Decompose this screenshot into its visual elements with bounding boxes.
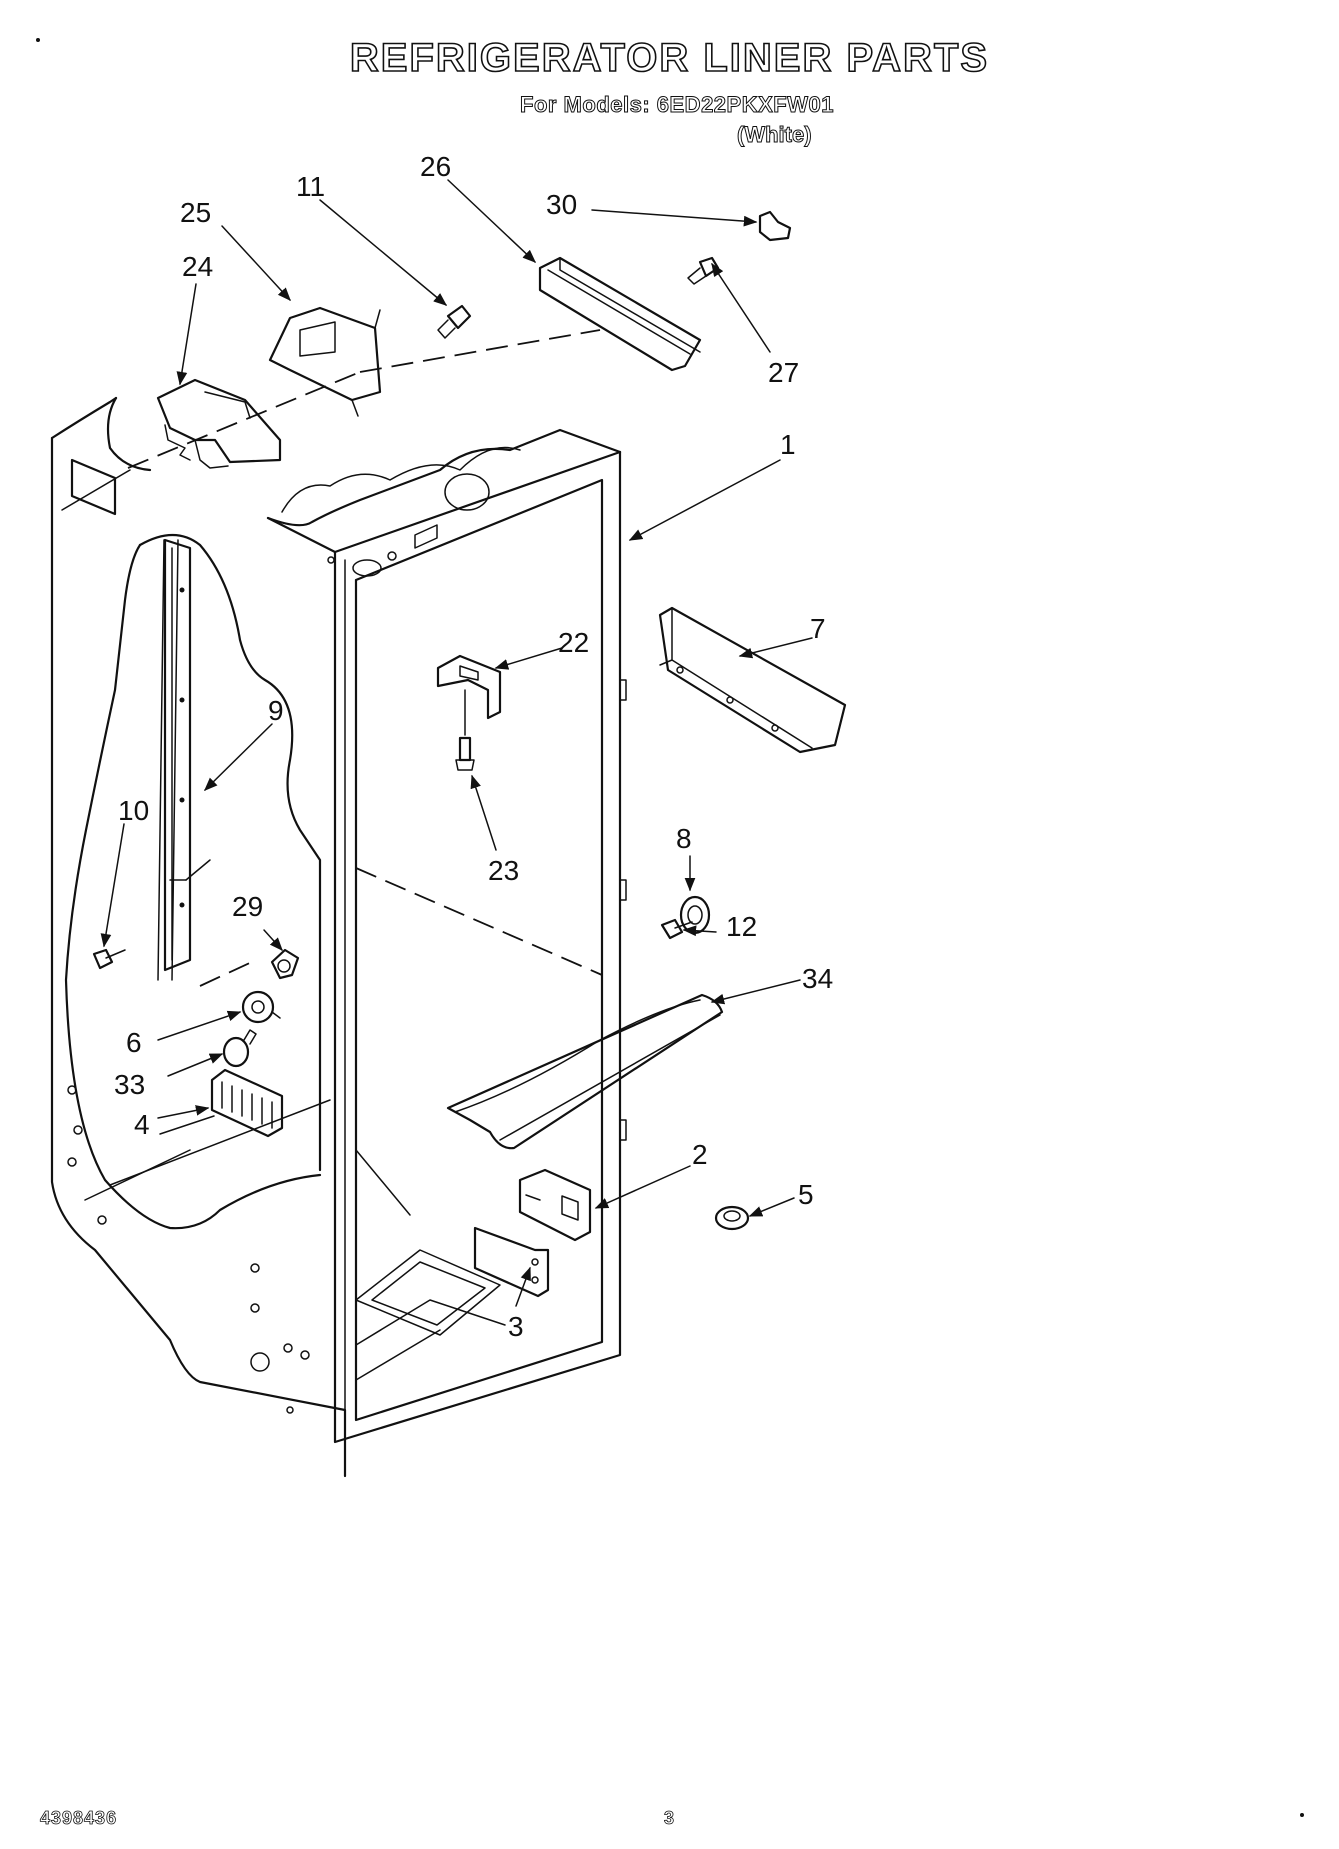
callout-8: 8 <box>676 823 692 854</box>
page-number: 3 <box>664 1808 675 1829</box>
callout-12: 12 <box>726 911 757 942</box>
part-9-rail <box>163 538 192 972</box>
part-22-bracket <box>436 654 502 736</box>
callout-9: 9 <box>268 695 284 726</box>
part-2-bracket <box>518 1168 592 1242</box>
part-34-cover <box>446 993 724 1150</box>
part-6-thermostat <box>241 990 281 1024</box>
part-8-12-knob <box>660 895 711 940</box>
callout-34: 34 <box>802 963 833 994</box>
callout-10: 10 <box>118 795 149 826</box>
part-24-control-housing <box>156 378 282 469</box>
alignment-line <box>359 329 601 373</box>
alignment-line <box>127 371 361 469</box>
callout-11: 11 <box>296 171 325 202</box>
part-4-light-shield <box>210 1068 284 1138</box>
callout-33: 33 <box>114 1069 145 1100</box>
callout-24: 24 <box>182 251 213 282</box>
callout-22: 22 <box>558 627 589 658</box>
callout-labels: 11 26 30 25 24 27 1 22 7 9 10 23 8 29 12… <box>114 151 833 1342</box>
callout-23: 23 <box>488 855 519 886</box>
callout-1: 1 <box>780 429 796 460</box>
part-10-screw <box>92 948 126 970</box>
leader-lines <box>100 179 813 1307</box>
callout-3: 3 <box>508 1311 524 1342</box>
callout-29: 29 <box>232 891 263 922</box>
callout-4: 4 <box>134 1109 150 1140</box>
color-note: (White) <box>737 122 813 148</box>
callout-6: 6 <box>126 1027 142 1058</box>
callout-26: 26 <box>420 151 451 182</box>
scan-dot <box>1300 1813 1304 1817</box>
page-title: REFRIGERATOR LINER PARTS <box>349 35 990 81</box>
part-3-bracket <box>473 1226 550 1298</box>
models-subtitle: For Models: 6ED22PKXFW01 <box>520 92 834 118</box>
callout-27: 27 <box>768 357 799 388</box>
part-33-bulb <box>222 1029 257 1068</box>
callout-7: 7 <box>810 613 826 644</box>
part-27-screw <box>687 256 720 285</box>
part-23-screw <box>455 736 475 771</box>
callout-30: 30 <box>546 189 577 220</box>
document-number: 4398436 <box>40 1808 118 1829</box>
callout-25: 25 <box>180 197 211 228</box>
part-7-cover <box>658 606 847 754</box>
scan-dot <box>36 38 40 42</box>
part-30-clip <box>758 210 792 242</box>
part-5-grommet <box>714 1205 750 1231</box>
callout-5: 5 <box>798 1179 814 1210</box>
liner-cabinet <box>50 396 627 1478</box>
part-29-lamp-socket <box>270 948 300 980</box>
part-11-screw <box>437 304 472 339</box>
part-25-bracket <box>268 306 382 417</box>
callout-2: 2 <box>692 1139 708 1170</box>
part-26-long-bracket <box>538 256 702 372</box>
